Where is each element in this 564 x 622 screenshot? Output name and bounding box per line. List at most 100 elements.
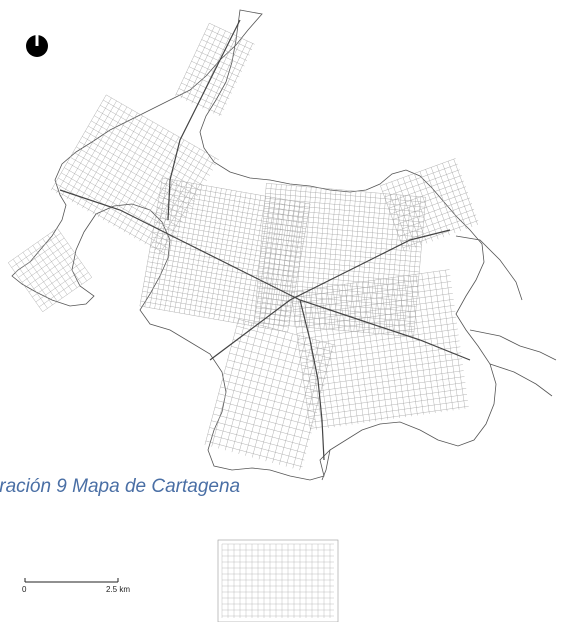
street-line xyxy=(309,400,468,423)
street-line xyxy=(150,246,299,274)
street-line xyxy=(178,88,225,110)
street-grid xyxy=(8,23,479,471)
street-line xyxy=(160,187,309,215)
street-line xyxy=(258,333,293,460)
street-line xyxy=(152,231,301,259)
street-line xyxy=(302,290,323,429)
street-line xyxy=(292,281,452,304)
street-line xyxy=(392,192,468,220)
street-line xyxy=(260,252,420,268)
street-line xyxy=(32,262,82,298)
street-line xyxy=(160,157,216,254)
street-line xyxy=(211,321,246,447)
street-line xyxy=(291,275,451,298)
street-line xyxy=(85,131,198,197)
street-line xyxy=(303,358,463,382)
street-line xyxy=(213,413,310,440)
street-line xyxy=(257,282,418,298)
street-line xyxy=(245,330,280,456)
scale-start-label: 0 xyxy=(22,585,27,594)
street-line xyxy=(18,242,68,278)
street-line xyxy=(259,257,420,273)
scale-bar xyxy=(24,578,119,583)
street-line xyxy=(176,93,222,116)
street-line xyxy=(141,295,290,323)
street-line xyxy=(154,222,303,249)
street-line xyxy=(56,97,112,194)
street-line xyxy=(42,277,92,312)
street-line xyxy=(25,252,75,288)
street-line xyxy=(310,406,469,429)
street-line xyxy=(213,40,248,114)
street-line xyxy=(296,305,455,328)
street-line xyxy=(8,228,58,263)
street-line xyxy=(256,297,416,312)
street-line xyxy=(425,169,450,236)
street-line xyxy=(231,346,328,373)
street-line xyxy=(254,322,414,337)
street-line xyxy=(255,307,415,322)
street-line xyxy=(145,271,294,298)
street-line xyxy=(439,270,460,410)
street-line xyxy=(144,281,292,308)
street-line xyxy=(306,376,465,399)
street-line xyxy=(297,316,457,340)
street-line xyxy=(379,279,400,418)
street-line xyxy=(224,324,259,451)
street-line xyxy=(385,278,406,418)
street-line xyxy=(294,293,453,316)
street-line xyxy=(87,115,143,212)
street-line xyxy=(397,276,418,416)
street-line xyxy=(231,326,266,453)
street-line xyxy=(258,272,418,288)
street-line xyxy=(97,121,154,218)
street-line xyxy=(162,177,311,205)
street-line xyxy=(158,197,307,224)
street-line xyxy=(118,133,174,230)
street-line xyxy=(306,382,466,405)
street-line xyxy=(207,434,305,461)
north-arrow-icon xyxy=(26,33,48,57)
street-line xyxy=(266,183,426,198)
street-line xyxy=(39,272,89,308)
street-line xyxy=(385,183,411,250)
street-line xyxy=(103,99,216,166)
street-line xyxy=(204,33,250,56)
street-line xyxy=(301,340,460,364)
street-line xyxy=(295,299,454,322)
street-line xyxy=(390,186,466,215)
street-line xyxy=(205,440,303,468)
street-line xyxy=(380,158,456,186)
street-line xyxy=(262,222,423,238)
street-line xyxy=(52,188,165,254)
street-line xyxy=(394,197,471,226)
street-line xyxy=(384,169,460,198)
street-line xyxy=(292,342,327,469)
street-line xyxy=(55,183,168,249)
street-line xyxy=(238,319,336,346)
street-line xyxy=(218,322,253,449)
street-line xyxy=(299,344,334,471)
street-line xyxy=(92,118,148,215)
street-line xyxy=(431,167,456,234)
street-line xyxy=(35,267,85,303)
street-line xyxy=(314,288,335,428)
street-line xyxy=(144,148,200,245)
street-line xyxy=(397,179,422,246)
street-line xyxy=(155,217,304,244)
scale-end-label: 2.5 km xyxy=(106,585,131,594)
street-line xyxy=(255,312,415,327)
street-line xyxy=(447,161,473,228)
street-line xyxy=(181,82,227,105)
street-line xyxy=(414,173,439,240)
street-line xyxy=(204,319,239,445)
street-line xyxy=(209,427,307,454)
street-line xyxy=(252,331,287,458)
street-line xyxy=(258,267,419,283)
street-line xyxy=(265,188,426,203)
street-line xyxy=(344,284,365,423)
street-line xyxy=(139,305,288,333)
street-line xyxy=(191,30,226,104)
street-line xyxy=(291,269,450,292)
